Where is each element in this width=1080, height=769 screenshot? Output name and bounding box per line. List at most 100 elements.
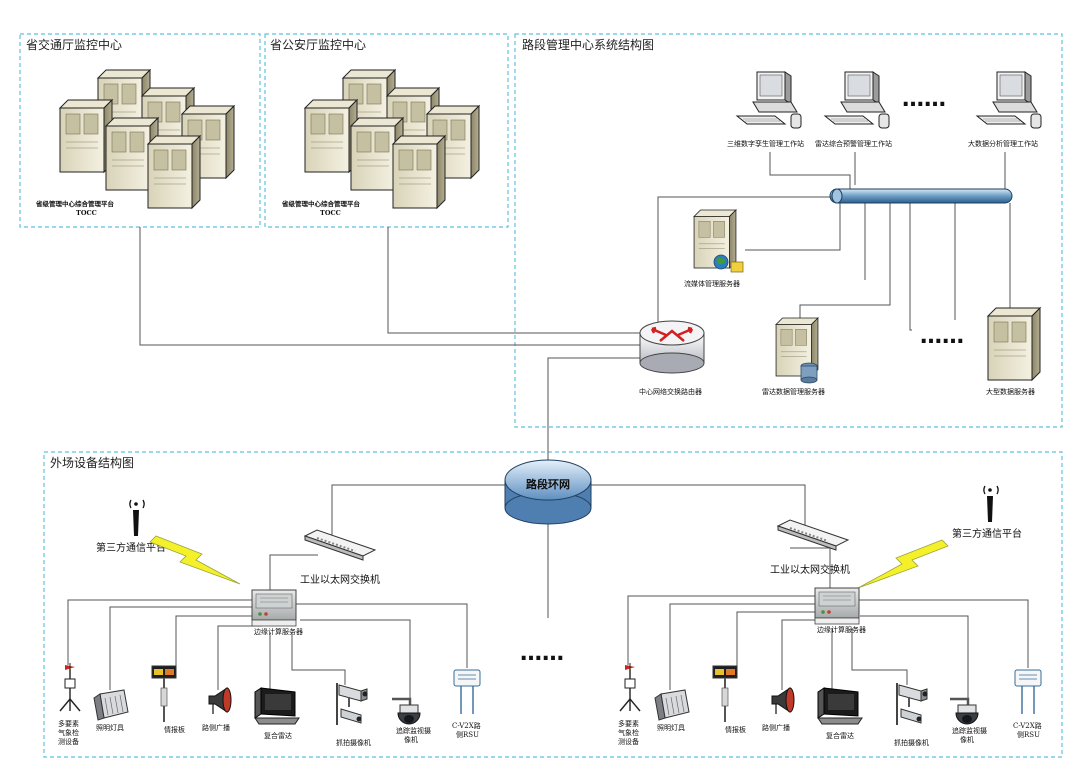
right-edge-box-label: 边缘计算服务器 — [817, 625, 866, 634]
left-ptz-camera-icon — [390, 697, 422, 726]
police-center-title: 省公安厅监控中心 — [270, 37, 366, 52]
right-radar-icon — [817, 687, 863, 725]
right-wireless-bolt-icon — [857, 539, 949, 589]
right-weather-label-3: 测设备 — [618, 737, 639, 746]
workstation-big-data — [976, 71, 1042, 129]
workstation-ellipsis: …… — [902, 87, 946, 112]
transport-center-title: 省交通厅监控中心 — [26, 37, 122, 52]
field-segment-ellipsis: …… — [520, 641, 564, 666]
radar-data-server-icon — [775, 317, 819, 384]
right-light-fixture-icon — [654, 689, 690, 721]
transport-server-cluster — [59, 69, 235, 209]
police-center-frame — [264, 33, 509, 228]
left-ptz-label-1: 追踪监视摄 — [396, 726, 431, 735]
left-switch-label: 工业以太网交换机 — [300, 573, 380, 586]
left-third-party-label: 第三方通信平台 — [96, 541, 166, 554]
right-radar-label: 复合雷达 — [826, 731, 854, 740]
left-board-label: 情报板 — [164, 725, 185, 734]
right-weather-label-2: 气象检 — [618, 728, 639, 737]
left-radar-label: 复合雷达 — [264, 731, 292, 740]
left-rsu-label-1: C-V2X路 — [452, 721, 481, 730]
link-router-bus — [657, 196, 830, 322]
police-platform-code: TOCC — [320, 209, 341, 217]
workstation-radar-warning-label: 雷达综合预警管理工作站 — [815, 139, 892, 148]
right-third-party-label: 第三方通信平台 — [952, 527, 1022, 540]
link-police-router — [387, 227, 640, 334]
right-broadcast-speaker-icon — [771, 687, 795, 715]
core-router-label: 中心网络交换路由器 — [639, 387, 702, 396]
workstation-digital-twin-label: 三维数字孪生管理工作站 — [727, 139, 804, 148]
link-ws1-bus — [769, 152, 851, 190]
road-center-frame — [514, 33, 1063, 428]
left-broadcast-label: 路侧广播 — [202, 723, 230, 732]
link-left-weather — [67, 599, 252, 665]
link-transport-router — [139, 227, 640, 346]
link-bus-stream — [745, 203, 841, 251]
police-server-cluster — [304, 69, 480, 209]
workstation-digital-twin — [736, 71, 802, 129]
left-rsu-label-2: 侧RSU — [456, 730, 479, 739]
left-info-board-icon — [151, 665, 177, 723]
left-antenna-icon — [129, 499, 145, 537]
workstation-big-data-label: 大数据分析管理工作站 — [968, 139, 1038, 148]
transport-platform-label: 省级管理中心综合管理平台 — [35, 199, 115, 208]
right-rsu-label-1: C-V2X路 — [1013, 721, 1042, 730]
right-switch-label: 工业以太网交换机 — [770, 563, 850, 576]
field-equipment-frame — [43, 451, 1063, 758]
right-rsu-label-2: 侧RSU — [1017, 730, 1040, 739]
left-ptz-label-2: 像机 — [404, 735, 418, 744]
right-field-segment: 第三方通信平台 工业以太网交换机 边缘计算服务器 多要素 气象检 测设备 照明灯… — [618, 485, 1042, 747]
streaming-server-icon — [693, 209, 744, 273]
left-weather-label-3: 测设备 — [58, 737, 79, 746]
left-field-segment: 第三方通信平台 工业以太网交换机 边缘计算服务器 多要素 气象检 测设备 照明灯… — [58, 499, 481, 747]
core-router-icon — [639, 320, 705, 374]
left-snap-camera-label: 抓拍摄像机 — [336, 738, 371, 747]
left-weather-label-1: 多要素 — [58, 719, 79, 728]
connection-lines — [67, 152, 1029, 700]
ring-network-label: 路段环网 — [526, 477, 570, 491]
right-antenna-icon — [983, 485, 999, 523]
link-bus-radarserver — [799, 203, 891, 318]
big-data-server-icon — [987, 307, 1041, 381]
left-weather-station-icon — [59, 662, 81, 712]
ring-network-icon — [504, 459, 592, 525]
right-board-label: 情报板 — [725, 725, 746, 734]
link-ring-left-switch — [331, 484, 520, 540]
streaming-server-label: 流媒体管理服务器 — [684, 279, 740, 288]
right-info-board-icon — [712, 665, 738, 723]
right-ptz-label-2: 像机 — [960, 735, 974, 744]
link-right-weather — [627, 595, 815, 665]
backbone-bus — [829, 188, 1013, 204]
link-router-ring — [547, 357, 672, 470]
link-left-switch-edge — [269, 554, 318, 590]
right-switch-icon — [777, 519, 849, 551]
road-center-title: 路段管理中心系统结构图 — [522, 37, 654, 52]
field-equipment-title: 外场设备结构图 — [50, 455, 134, 470]
workstation-radar-warning — [824, 71, 890, 129]
left-snapshot-camera-icon — [336, 682, 369, 726]
left-rsu-icon — [453, 669, 481, 715]
left-radar-icon — [254, 687, 300, 725]
link-bus-drop2 — [909, 203, 912, 331]
left-broadcast-speaker-icon — [208, 687, 232, 715]
left-wireless-bolt-icon — [149, 535, 241, 585]
right-snapshot-camera-icon — [896, 682, 929, 726]
right-weather-station-icon — [619, 662, 641, 712]
right-snap-camera-label: 抓拍摄像机 — [894, 738, 929, 747]
left-light-label: 照明灯具 — [96, 723, 124, 732]
link-ring-right-switch — [585, 484, 806, 525]
police-platform-label: 省级管理中心综合管理平台 — [281, 199, 361, 208]
left-weather-label-2: 气象检 — [58, 728, 79, 737]
left-light-fixture-icon — [93, 689, 129, 721]
left-edge-box-label: 边缘计算服务器 — [254, 627, 303, 636]
transport-platform-code: TOCC — [76, 209, 97, 217]
big-data-server-label: 大型数据服务器 — [986, 387, 1035, 396]
right-weather-label-1: 多要素 — [618, 719, 639, 728]
right-light-label: 照明灯具 — [657, 723, 685, 732]
right-edge-box-icon — [814, 587, 860, 625]
left-edge-box-icon — [251, 589, 297, 627]
radar-data-server-label: 雷达数据管理服务器 — [762, 387, 825, 396]
right-broadcast-label: 路侧广播 — [762, 723, 790, 732]
right-ptz-label-1: 追踪监视摄 — [952, 726, 987, 735]
